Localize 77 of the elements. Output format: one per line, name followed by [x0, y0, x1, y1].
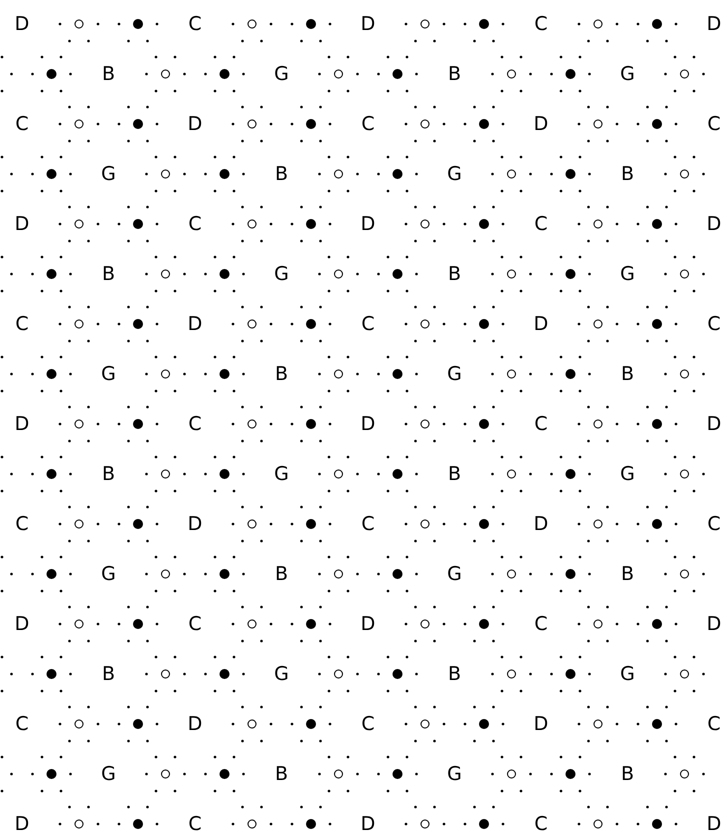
- site-label: C: [188, 413, 202, 435]
- site-label: B: [448, 63, 462, 85]
- site-label: C: [707, 113, 721, 135]
- site-label: G: [620, 663, 635, 685]
- site-label: G: [274, 663, 289, 685]
- site-label: C: [707, 313, 721, 335]
- site-label: G: [620, 63, 635, 85]
- site-label: D: [14, 213, 30, 235]
- site-label: D: [14, 613, 30, 635]
- site-label: B: [448, 263, 462, 285]
- site-label: D: [360, 413, 376, 435]
- site-label: B: [102, 263, 116, 285]
- site-label: B: [102, 63, 116, 85]
- site-label: C: [188, 613, 202, 635]
- site-label: C: [361, 313, 375, 335]
- site-label: B: [274, 163, 288, 185]
- site-label: B: [620, 563, 634, 585]
- site-label: G: [620, 263, 635, 285]
- site-label: B: [102, 663, 116, 685]
- site-label: C: [188, 213, 202, 235]
- site-label: G: [274, 263, 289, 285]
- site-label: B: [620, 363, 634, 385]
- site-label: G: [620, 463, 635, 485]
- site-label: D: [188, 713, 202, 735]
- site-label: B: [620, 763, 634, 785]
- site-label: D: [706, 413, 722, 435]
- site-label: C: [534, 613, 548, 635]
- site-label: G: [447, 763, 462, 785]
- site-label: G: [274, 463, 289, 485]
- site-label: B: [448, 663, 462, 685]
- site-label: G: [101, 763, 116, 785]
- site-label: C: [15, 713, 29, 735]
- site-label: C: [188, 813, 202, 834]
- site-label: B: [620, 163, 634, 185]
- site-label: B: [274, 763, 288, 785]
- site-label: D: [706, 13, 722, 35]
- site-label: D: [188, 313, 202, 335]
- site-label: D: [534, 513, 548, 535]
- site-label: C: [15, 513, 29, 535]
- site-label: G: [447, 163, 462, 185]
- site-label: B: [448, 463, 462, 485]
- site-label: G: [274, 63, 289, 85]
- site-label: C: [15, 313, 29, 335]
- site-label: G: [101, 163, 116, 185]
- site-label: D: [706, 813, 722, 834]
- site-label: G: [101, 563, 116, 585]
- site-label: D: [14, 13, 30, 35]
- site-label: C: [534, 13, 548, 35]
- site-label: D: [534, 313, 548, 335]
- site-label: G: [101, 363, 116, 385]
- site-label: B: [274, 563, 288, 585]
- site-label: C: [534, 213, 548, 235]
- site-label: C: [188, 13, 202, 35]
- site-label: C: [707, 713, 721, 735]
- site-label: D: [706, 613, 722, 635]
- site-label: D: [360, 813, 376, 834]
- site-label: D: [706, 213, 722, 235]
- site-label: C: [534, 413, 548, 435]
- site-label: D: [14, 813, 30, 834]
- site-label: B: [274, 363, 288, 385]
- site-label: D: [360, 613, 376, 635]
- site-label: B: [102, 463, 116, 485]
- site-label: C: [361, 513, 375, 535]
- site-label: D: [360, 13, 376, 35]
- site-label: G: [447, 563, 462, 585]
- site-label: C: [15, 113, 29, 135]
- site-label: D: [14, 413, 30, 435]
- site-label: C: [707, 513, 721, 535]
- site-label: D: [534, 113, 548, 135]
- site-label: G: [447, 363, 462, 385]
- site-label: C: [361, 713, 375, 735]
- site-label: C: [534, 813, 548, 834]
- site-label: D: [360, 213, 376, 235]
- site-label: D: [188, 113, 202, 135]
- site-label: D: [534, 713, 548, 735]
- site-label: D: [188, 513, 202, 535]
- site-label: C: [361, 113, 375, 135]
